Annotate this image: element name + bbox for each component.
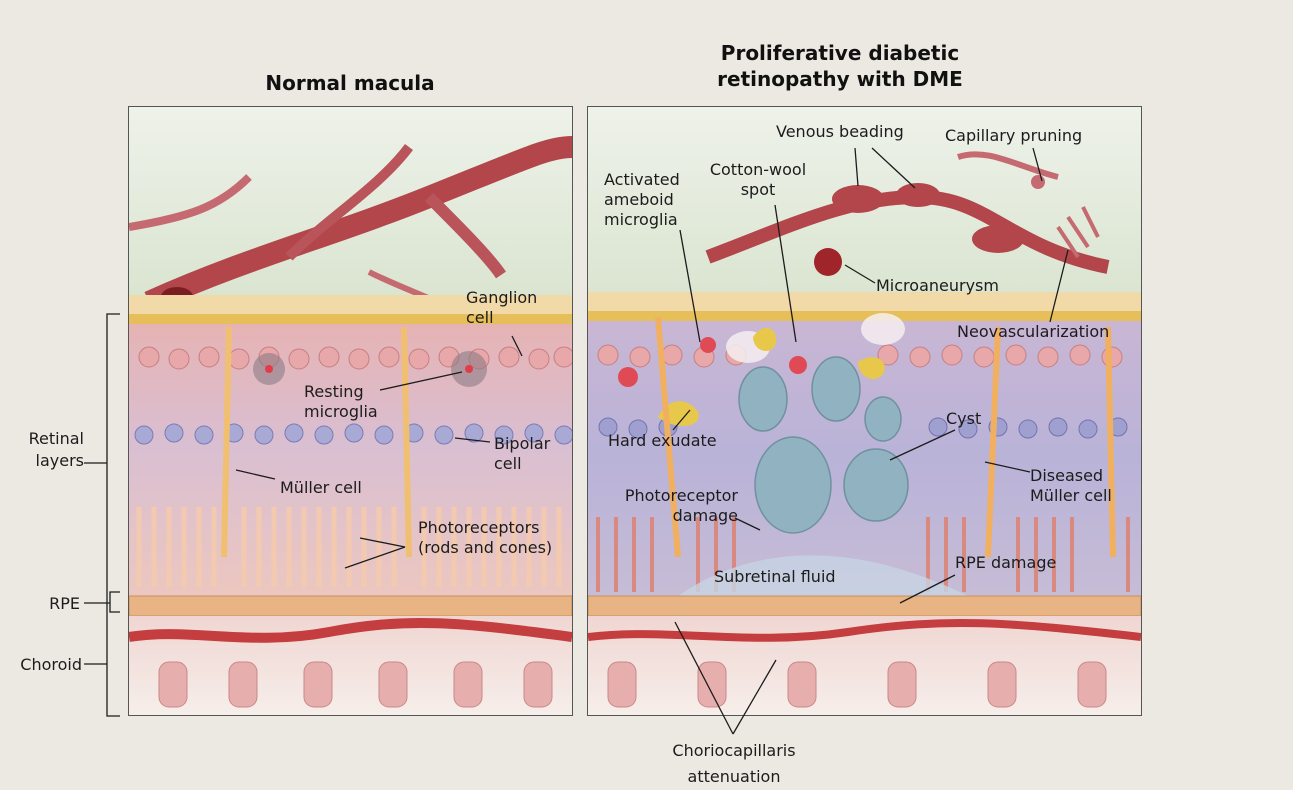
label-diseased-muller-cell: Diseased Müller cell	[1030, 466, 1130, 506]
label-ganglion-cell: Ganglion cell	[466, 288, 546, 328]
label-hard-exudate: Hard exudate	[608, 431, 717, 451]
label-venous-beading: Venous beading	[776, 122, 904, 142]
label-photoreceptor-damage: Photoreceptor damage	[598, 486, 738, 526]
label-capillary-pruning: Capillary pruning	[945, 126, 1082, 146]
label-rpe: RPE	[20, 593, 80, 615]
label-retinal-layers: Retinal layers	[8, 428, 84, 472]
label-subretinal-fluid: Subretinal fluid	[714, 567, 836, 587]
label-photoreceptors: Photoreceptors (rods and cones)	[418, 518, 563, 558]
label-neovascularization: Neovascularization	[957, 322, 1109, 342]
label-choroid: Choroid	[4, 654, 82, 676]
label-rpe-damage: RPE damage	[955, 553, 1056, 573]
label-bipolar-cell: Bipolar cell	[494, 434, 564, 474]
title-normal-macula: Normal macula	[230, 70, 470, 96]
label-choriocapillaris-attenuation: Choriocapillaris attenuation	[650, 738, 818, 790]
label-resting-microglia: Resting microglia	[304, 382, 394, 422]
label-microaneurysm: Microaneurysm	[876, 276, 999, 296]
label-cotton-wool-spot: Cotton-wool spot	[698, 160, 818, 200]
title-pdr-dme: Proliferative diabetic retinopathy with …	[700, 40, 980, 92]
label-muller-cell: Müller cell	[280, 478, 362, 498]
label-activated-microglia: Activated ameboid microglia	[604, 170, 696, 230]
label-cyst: Cyst	[946, 409, 981, 429]
